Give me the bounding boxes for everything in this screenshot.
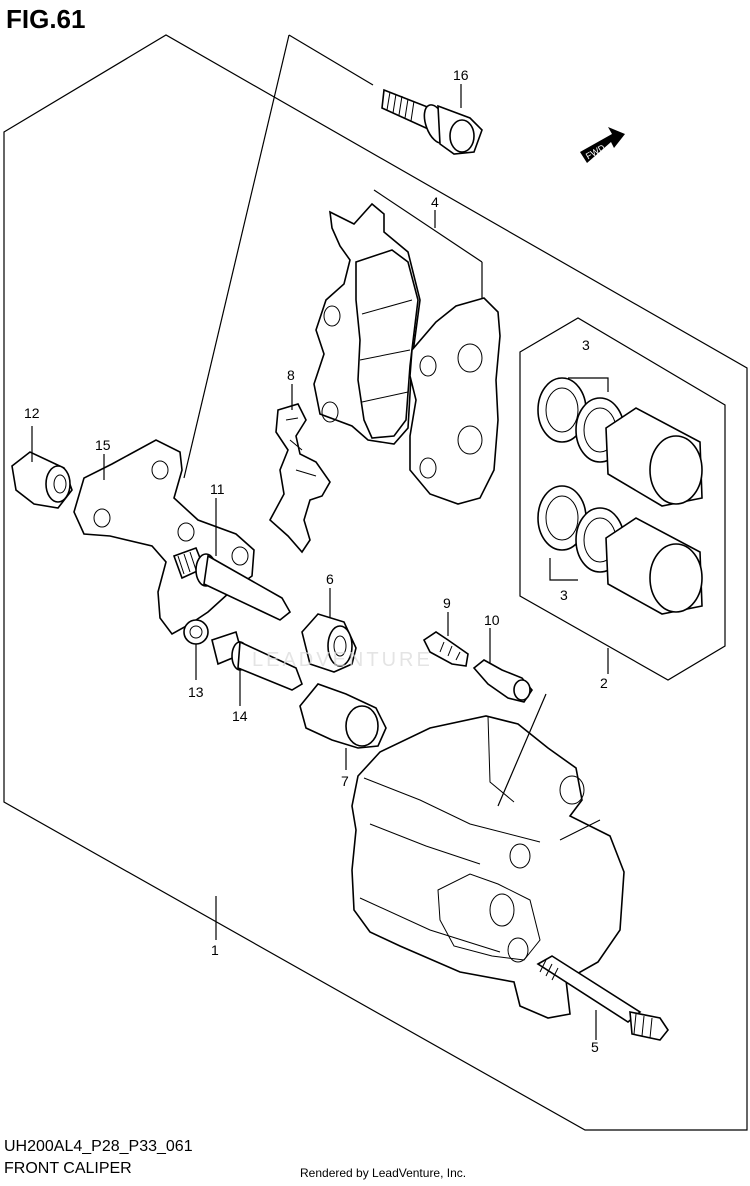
callout-12: 12 xyxy=(24,405,40,421)
brake-pads-drawing xyxy=(313,189,501,505)
bolt-16-drawing xyxy=(381,88,483,155)
pistons-drawing xyxy=(537,377,703,615)
callout-4: 4 xyxy=(431,194,439,210)
callout-6: 6 xyxy=(326,571,334,587)
rendered-by-credit: Rendered by LeadVenture, Inc. xyxy=(300,1166,467,1180)
caliper-bracket-drawing xyxy=(73,439,255,636)
callout-1: 1 xyxy=(211,942,219,958)
boot-6-drawing xyxy=(301,613,357,673)
callout-10: 10 xyxy=(484,612,500,628)
callout-9: 9 xyxy=(443,595,451,611)
guide-line xyxy=(288,34,374,86)
fwd-arrow-icon: FWD xyxy=(580,127,625,163)
pad-spring-drawing xyxy=(268,403,331,554)
callout-14: 14 xyxy=(232,708,248,724)
bleeder-9-drawing xyxy=(422,631,469,667)
pin-11-drawing xyxy=(172,546,292,621)
boot-7-drawing xyxy=(299,683,387,749)
frame-outline xyxy=(3,34,748,1131)
figure-title: FIG.61 xyxy=(6,4,86,34)
leader-lines xyxy=(31,84,609,1040)
guide-line xyxy=(183,34,290,479)
callout-13: 13 xyxy=(188,684,204,700)
section-name: FRONT CALIPER xyxy=(4,1160,132,1177)
callout-7: 7 xyxy=(341,773,349,789)
callout-3-upper: 3 xyxy=(582,337,590,353)
callout-8: 8 xyxy=(287,367,295,383)
bolt-5-drawing xyxy=(536,955,669,1041)
piston-kit-box xyxy=(519,317,726,681)
caliper-body-drawing xyxy=(351,693,625,1019)
watermark: LEADVENTURE xyxy=(252,649,433,671)
model-code: UH200AL4_P28_P33_061 xyxy=(4,1138,193,1155)
callout-3-lower: 3 xyxy=(560,587,568,603)
sleeve-12-drawing xyxy=(11,451,73,509)
callout-5: 5 xyxy=(591,1039,599,1055)
callout-2: 2 xyxy=(600,675,608,691)
callout-11: 11 xyxy=(210,481,225,497)
callout-16: 16 xyxy=(453,67,469,83)
callout-15: 15 xyxy=(95,437,111,453)
washer-13-drawing xyxy=(183,619,209,645)
cap-10-drawing xyxy=(472,659,533,703)
